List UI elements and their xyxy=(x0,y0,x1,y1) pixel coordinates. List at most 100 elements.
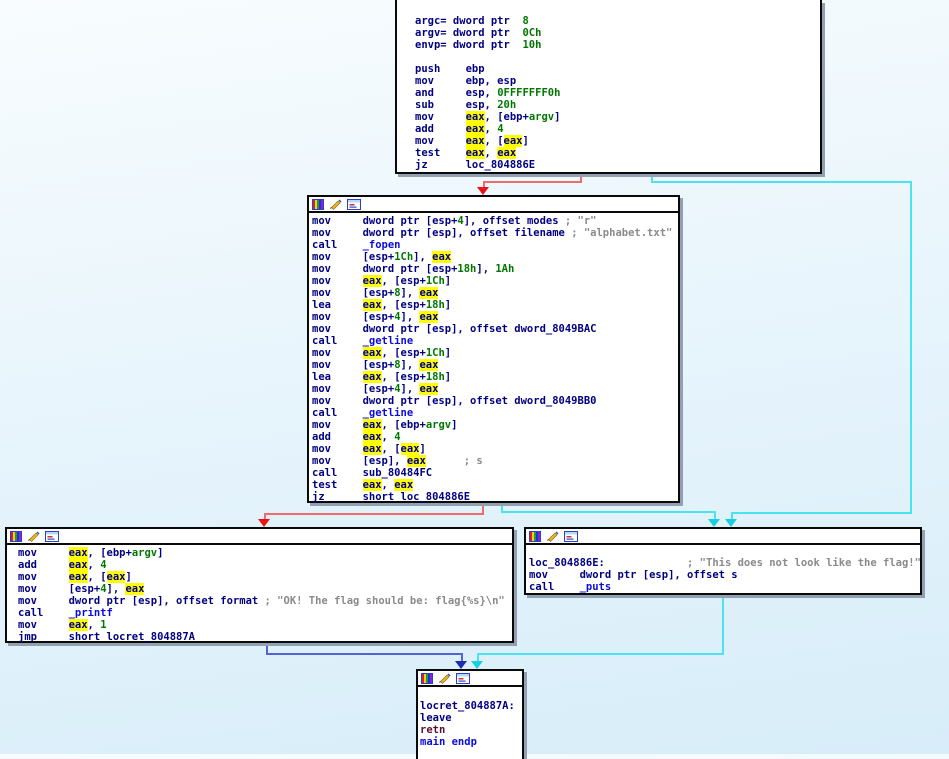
code-token[interactable]: , [ xyxy=(381,443,401,455)
code-line[interactable]: mov [esp+4], eax xyxy=(312,383,678,395)
disassembly-code[interactable]: mov dword ptr [esp+ 4 ], offset modes ; "r… xyxy=(309,213,678,503)
code-token[interactable]: main endp xyxy=(420,736,477,748)
code-token[interactable]: retn xyxy=(420,724,446,736)
code-token[interactable]: 4 xyxy=(497,123,504,135)
code-line[interactable]: envp= dword ptr 10h xyxy=(415,39,820,51)
code-token[interactable]: ] xyxy=(444,347,452,359)
disassembly-code[interactable]: loc_804886E: ; "This does not look like … xyxy=(526,545,921,593)
code-line[interactable]: mov dword ptr [esp+18h], 1Ah xyxy=(312,263,678,275)
code-token[interactable]: 1Ch xyxy=(394,251,414,263)
code-line[interactable]: sub esp, 20h xyxy=(415,99,820,111)
code-token[interactable]: lea xyxy=(312,371,363,383)
code-token[interactable]: jz short loc_804886E xyxy=(312,491,471,503)
code-line[interactable]: call _fopen xyxy=(312,239,678,251)
code-token[interactable]: ], offset modes xyxy=(463,215,559,227)
node-color-icon[interactable] xyxy=(421,672,433,684)
code-token[interactable]: push ebp xyxy=(415,63,485,75)
code-line[interactable]: mov dword ptr [esp], offset dword_8049BB… xyxy=(312,395,678,407)
code-line[interactable]: jz loc_804886E xyxy=(415,159,820,171)
node-titlebar[interactable] xyxy=(418,671,522,687)
edit-node-icon[interactable] xyxy=(27,531,40,542)
code-token[interactable]: eax xyxy=(465,135,485,147)
code-token[interactable]: , [ebp+ xyxy=(87,547,132,559)
code-token[interactable]: eax xyxy=(465,147,485,159)
code-token[interactable]: 4 xyxy=(100,583,107,595)
code-line[interactable]: argv= dword ptr 0Ch xyxy=(415,27,820,39)
code-token[interactable]: add xyxy=(18,559,69,571)
code-token[interactable]: test xyxy=(415,147,466,159)
code-token[interactable]: call xyxy=(312,335,363,347)
code-token[interactable]: , [esp+ xyxy=(381,371,426,383)
code-token[interactable]: , xyxy=(87,619,101,631)
node-titlebar[interactable] xyxy=(526,529,920,545)
code-line[interactable]: jz short loc_804886E xyxy=(312,491,678,503)
code-token[interactable]: eax xyxy=(362,479,382,491)
code-token[interactable]: ], xyxy=(400,287,420,299)
basic-block-puts-fail[interactable]: loc_804886E: ; "This does not look like … xyxy=(524,527,922,595)
code-token[interactable]: 20h xyxy=(497,99,517,111)
code-token[interactable]: ; "r" xyxy=(558,215,597,227)
code-token[interactable]: 8 xyxy=(394,287,401,299)
code-token[interactable]: mov dword ptr [esp], offset filename xyxy=(312,227,565,239)
code-line[interactable]: call _printf xyxy=(18,607,512,619)
code-token[interactable]: 4 xyxy=(394,431,401,443)
code-line[interactable] xyxy=(415,51,820,63)
code-line[interactable]: mov [esp+8], eax xyxy=(312,287,678,299)
code-token[interactable]: ; s xyxy=(425,455,483,467)
code-token[interactable]: mov dword ptr [esp], offset dword_8049BB… xyxy=(312,395,597,407)
code-line[interactable]: mov eax, [esp+1Ch] xyxy=(312,347,678,359)
code-token[interactable]: eax xyxy=(362,443,382,455)
code-token[interactable]: , [ xyxy=(87,571,107,583)
group-node-icon[interactable] xyxy=(456,672,470,684)
code-token[interactable]: eax xyxy=(68,547,88,559)
code-token[interactable]: ; "This does not look like the flag!" xyxy=(604,557,921,569)
code-token[interactable]: eax xyxy=(400,443,420,455)
code-token[interactable]: add xyxy=(415,123,466,135)
code-token[interactable]: , [esp+ xyxy=(381,275,426,287)
code-token[interactable]: call xyxy=(312,239,363,251)
code-token[interactable]: lea xyxy=(312,299,363,311)
code-token[interactable]: mov [esp], xyxy=(312,455,407,467)
code-line[interactable]: and esp, 0FFFFFFF0h xyxy=(415,87,820,99)
code-token[interactable]: ], xyxy=(400,359,420,371)
code-token[interactable]: , xyxy=(381,431,395,443)
code-token[interactable]: ] xyxy=(444,299,452,311)
code-token[interactable]: eax xyxy=(362,431,382,443)
code-token[interactable]: locret_804887A: xyxy=(420,700,515,712)
code-line[interactable]: mov eax, [eax] xyxy=(18,571,512,583)
code-token[interactable]: and esp, xyxy=(415,87,498,99)
code-token[interactable]: _fopen xyxy=(362,239,401,251)
code-token[interactable]: , xyxy=(381,479,395,491)
code-token[interactable]: , xyxy=(484,147,498,159)
code-token[interactable]: mov xyxy=(18,571,69,583)
code-token[interactable]: add xyxy=(312,431,363,443)
code-token[interactable]: argv xyxy=(425,419,452,431)
code-line[interactable]: test eax, eax xyxy=(312,479,678,491)
code-token[interactable]: , [esp+ xyxy=(381,299,426,311)
code-token[interactable]: eax xyxy=(125,583,145,595)
code-token[interactable]: _getline xyxy=(362,335,414,347)
code-token[interactable]: ], xyxy=(476,263,496,275)
code-line[interactable]: mov dword ptr [esp], offset format ; "OK… xyxy=(18,595,512,607)
code-token[interactable]: mov [esp+ xyxy=(18,583,101,595)
code-line[interactable]: loc_804886E: ; "This does not look like … xyxy=(529,557,921,569)
code-token[interactable]: ], xyxy=(400,311,420,323)
code-token[interactable]: eax xyxy=(503,135,523,147)
code-token[interactable]: _getline xyxy=(362,407,414,419)
code-token[interactable]: call sub_80484FC xyxy=(312,467,433,479)
code-token[interactable]: eax xyxy=(362,419,382,431)
code-line[interactable]: locret_804887A: xyxy=(420,700,522,712)
code-token[interactable]: eax xyxy=(68,571,88,583)
group-node-icon[interactable] xyxy=(347,198,361,210)
code-token[interactable]: mov dword ptr [esp+ xyxy=(312,263,458,275)
code-line[interactable]: add eax, 4 xyxy=(415,123,820,135)
code-token[interactable]: eax xyxy=(406,455,426,467)
code-token[interactable]: 1Ch xyxy=(425,347,445,359)
code-token[interactable]: eax xyxy=(68,619,88,631)
code-token[interactable]: ] xyxy=(522,135,529,147)
code-token[interactable]: argv= dword ptr xyxy=(415,27,523,39)
code-token[interactable]: eax xyxy=(106,571,126,583)
code-line[interactable]: mov [esp+4], eax xyxy=(312,311,678,323)
